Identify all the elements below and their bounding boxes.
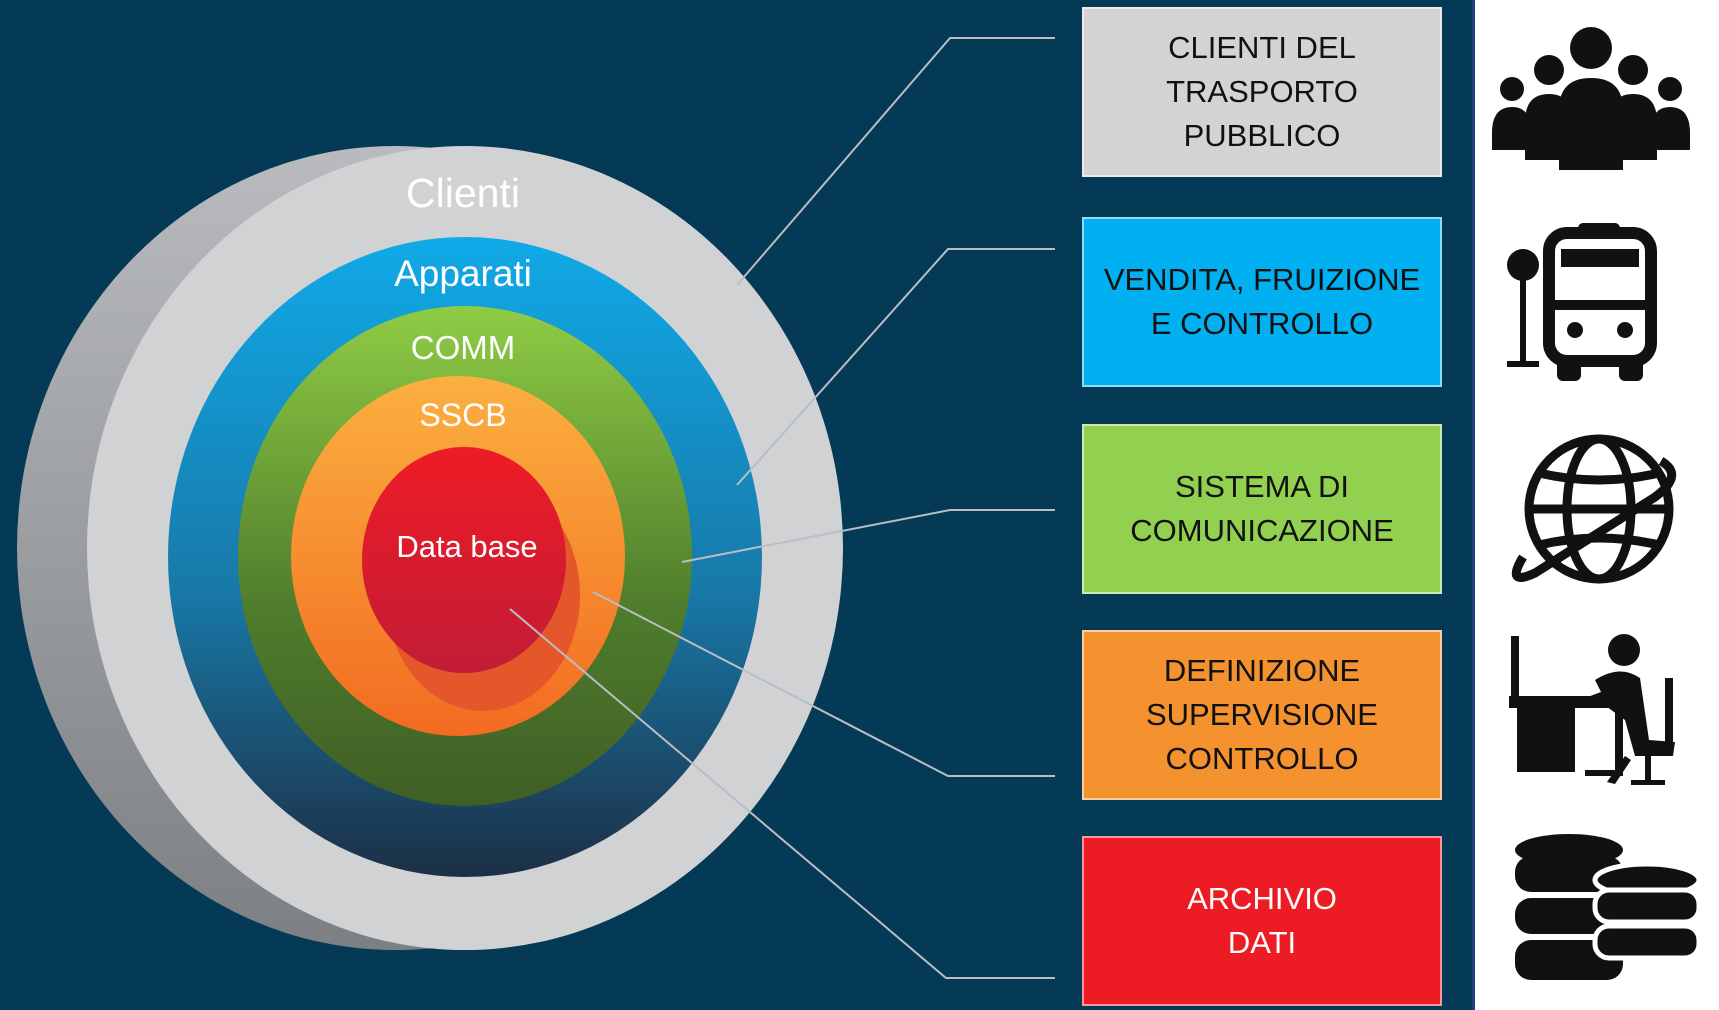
icon-panel <box>1472 0 1719 1010</box>
box-sistema-comunicazione: SISTEMA DI COMUNICAZIONE <box>1082 424 1442 594</box>
box-archivio-dati: ARCHIVIO DATI <box>1082 836 1442 1006</box>
box-comunicazione-text: SISTEMA DI COMUNICAZIONE <box>1130 469 1394 548</box>
people-group-icon <box>1475 10 1719 180</box>
box-clienti-text: CLIENTI DEL TRASPORTO PUBBLICO <box>1166 30 1358 153</box>
connector-clienti <box>736 37 1055 286</box>
box-clienti-trasporto: CLIENTI DEL TRASPORTO PUBBLICO <box>1082 7 1442 177</box>
box-vendita-text: VENDITA, FRUIZIONE E CONTROLLO <box>1103 262 1421 341</box>
bus-stop-icon <box>1475 215 1719 385</box>
connector-sscb <box>592 591 1055 777</box>
box-archivio-text: ARCHIVIO DATI <box>1187 881 1337 960</box>
ring-label-clienti: Clienti <box>406 170 520 216</box>
ring-label-comm: COMM <box>410 329 516 366</box>
box-supervisione-text: DEFINIZIONE SUPERVISIONE CONTROLLO <box>1145 653 1378 776</box>
ring-label-database: Data base <box>396 529 538 564</box>
connector-comm <box>681 509 1055 563</box>
office-worker-icon <box>1475 620 1719 790</box>
connector-apparati <box>736 248 1055 486</box>
box-vendita-fruizione: VENDITA, FRUIZIONE E CONTROLLO <box>1082 217 1442 387</box>
globe-icon <box>1475 425 1719 595</box>
ring-database <box>362 447 566 673</box>
connector-database <box>509 608 1055 979</box>
database-icon <box>1475 828 1719 998</box>
ring-label-apparati: Apparati <box>394 253 532 294</box>
ring-label-sscb: SSCB <box>419 397 507 433</box>
box-definizione-supervisione: DEFINIZIONE SUPERVISIONE CONTROLLO <box>1082 630 1442 800</box>
